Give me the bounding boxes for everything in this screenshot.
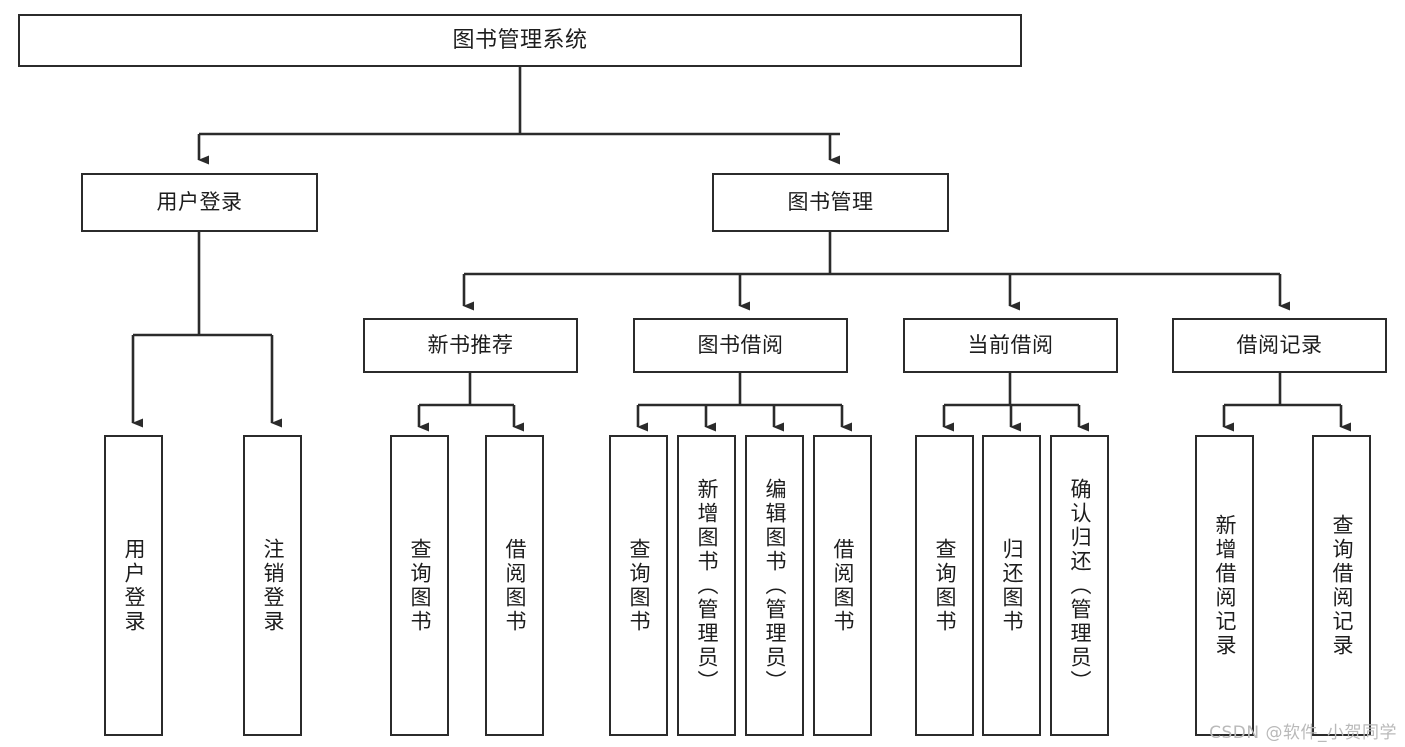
leaf-borrow-book-recommend[interactable]: 借阅图书: [485, 435, 544, 736]
node-label: 新书推荐: [427, 333, 514, 358]
node-label: 当前借阅: [967, 333, 1054, 358]
csdn-watermark: CSDN @软件_小贺同学: [1209, 723, 1397, 743]
leaf-add-borrow-record[interactable]: 新增借阅记录: [1195, 435, 1254, 736]
node-label: 确认归还（管理员）: [1068, 477, 1092, 694]
node-borrow-record[interactable]: 借阅记录: [1172, 318, 1387, 373]
node-book-borrow[interactable]: 图书借阅: [633, 318, 848, 373]
node-label: 注销登录: [261, 537, 285, 634]
leaf-user-login[interactable]: 用户登录: [104, 435, 163, 736]
node-label: 借阅图书: [831, 537, 855, 634]
node-label: 归还图书: [1000, 537, 1024, 634]
node-label: 图书借阅: [697, 333, 784, 358]
node-label: 图书管理: [787, 190, 874, 215]
node-label: 用户登录: [122, 537, 146, 634]
leaf-confirm-return-admin[interactable]: 确认归还（管理员）: [1050, 435, 1109, 736]
node-label: 查询图书: [408, 537, 432, 634]
leaf-return-book[interactable]: 归还图书: [982, 435, 1041, 736]
leaf-query-book-recommend[interactable]: 查询图书: [390, 435, 449, 736]
leaf-logout[interactable]: 注销登录: [243, 435, 302, 736]
leaf-borrow-book[interactable]: 借阅图书: [813, 435, 872, 736]
leaf-add-book-admin[interactable]: 新增图书（管理员）: [677, 435, 736, 736]
leaf-query-book-borrow[interactable]: 查询图书: [609, 435, 668, 736]
node-book-management[interactable]: 图书管理: [712, 173, 949, 232]
node-label: 借阅记录: [1236, 333, 1323, 358]
node-label: 编辑图书（管理员）: [763, 477, 787, 694]
node-label: 查询图书: [933, 537, 957, 634]
node-root-system[interactable]: 图书管理系统: [18, 14, 1022, 67]
leaf-edit-book-admin[interactable]: 编辑图书（管理员）: [745, 435, 804, 736]
leaf-query-book-current[interactable]: 查询图书: [915, 435, 974, 736]
node-label: 图书管理系统: [452, 27, 588, 53]
node-label: 借阅图书: [503, 537, 527, 634]
node-user-login[interactable]: 用户登录: [81, 173, 318, 232]
node-label: 用户登录: [156, 190, 243, 215]
node-current-borrow[interactable]: 当前借阅: [903, 318, 1118, 373]
leaf-query-borrow-record[interactable]: 查询借阅记录: [1312, 435, 1371, 736]
node-label: 新增图书（管理员）: [695, 477, 719, 694]
node-new-book-recommend[interactable]: 新书推荐: [363, 318, 578, 373]
node-label: 查询借阅记录: [1330, 513, 1354, 658]
node-label: 新增借阅记录: [1213, 513, 1237, 658]
node-label: 查询图书: [627, 537, 651, 634]
